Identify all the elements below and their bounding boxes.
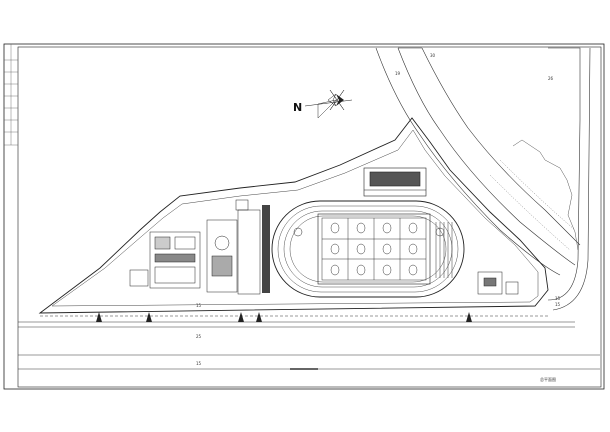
dimension-label: 25	[196, 334, 202, 339]
drawing-outer-border	[3, 43, 605, 390]
dimension-label: 26	[548, 76, 554, 81]
terrain-area	[489, 139, 579, 251]
dimension-label: 30	[430, 53, 436, 58]
north-label: N	[293, 101, 302, 114]
drawing-inner-border	[17, 46, 602, 388]
field-stripes	[435, 222, 453, 278]
dimension-label: 15	[196, 361, 202, 366]
building-complex-west	[129, 199, 261, 295]
building-north	[363, 167, 427, 197]
curved-road	[375, 47, 581, 276]
basketball-courts	[321, 217, 427, 281]
tree-band	[262, 205, 270, 293]
running-track	[271, 200, 465, 298]
main-road-south	[18, 47, 600, 370]
north-arrow-icon: N	[293, 89, 353, 119]
gatehouse-east	[477, 271, 519, 295]
dimension-label: 15	[196, 303, 202, 308]
dimension-label: 19	[395, 71, 401, 76]
site-boundary	[38, 117, 549, 314]
dimension-label: 15	[555, 296, 561, 301]
walkway-markers	[96, 312, 472, 322]
dimension-label: 15	[555, 302, 561, 307]
title-block-text: 总平面图	[540, 376, 556, 382]
left-title-strip	[4, 44, 18, 146]
